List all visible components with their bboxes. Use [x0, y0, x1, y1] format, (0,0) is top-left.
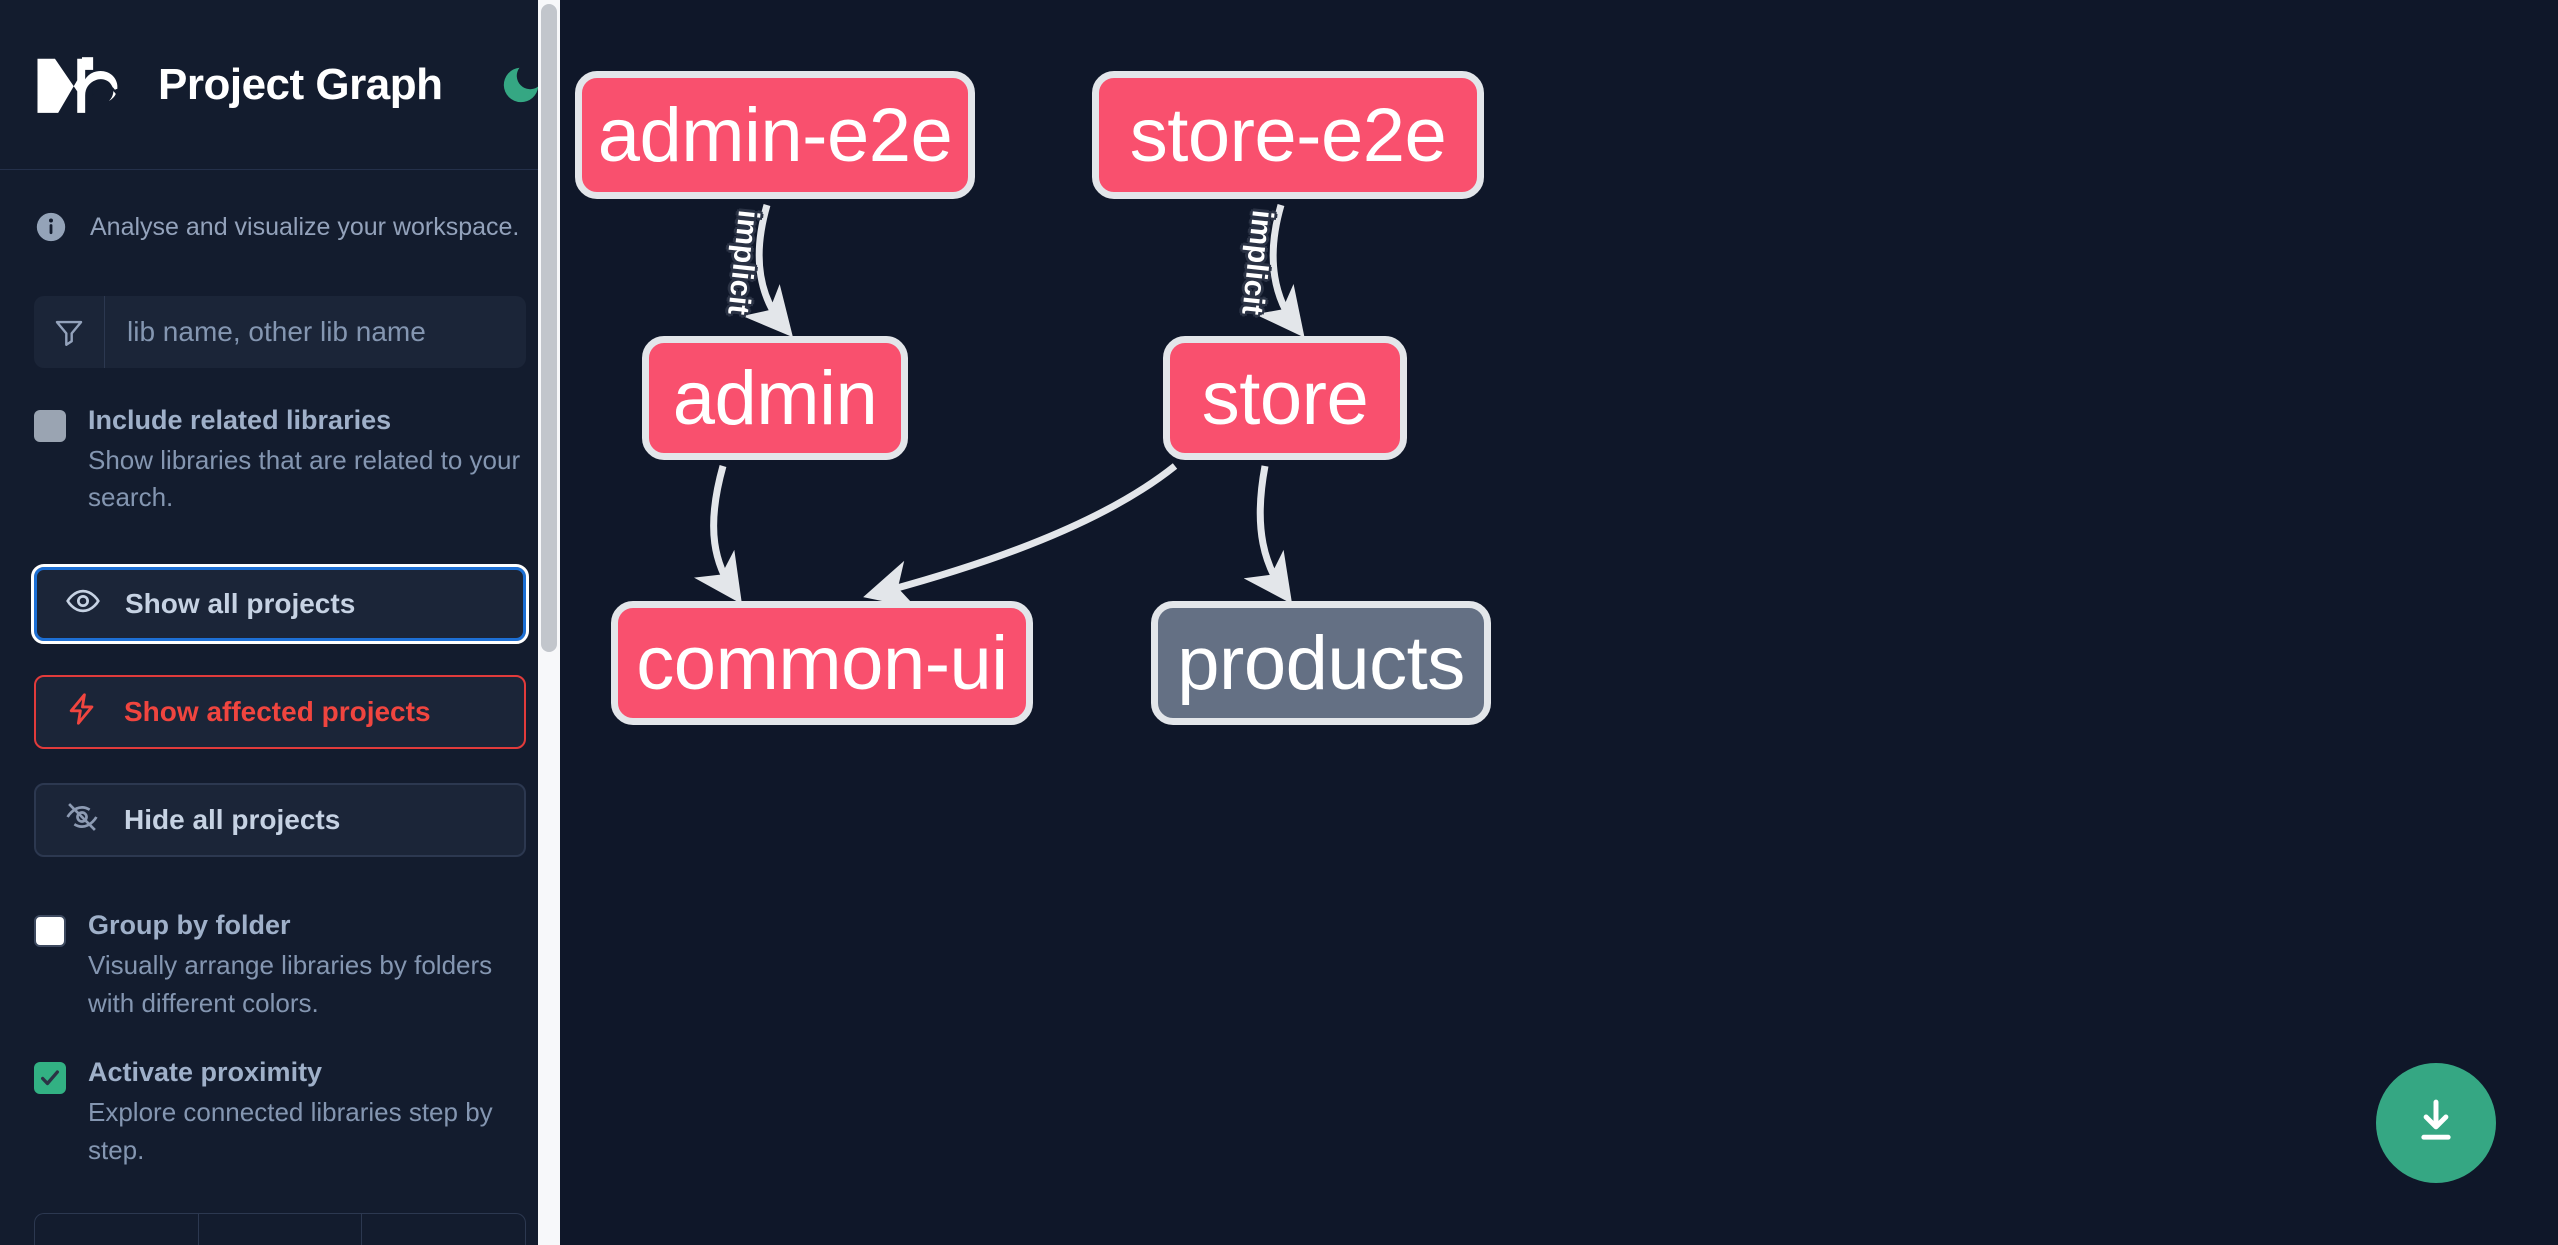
checkbox-label-group-by-folder: Group by folder — [88, 910, 291, 941]
checkbox-group-by-folder[interactable]: Group by folder Visually arrange librari… — [34, 909, 526, 1022]
info-icon — [34, 210, 68, 244]
download-icon — [2409, 1094, 2463, 1153]
checkbox-box-activate-proximity[interactable] — [34, 1062, 66, 1095]
graph-node-label: admin — [672, 355, 878, 441]
info-text: Analyse and visualize your workspace. — [90, 212, 520, 241]
checkbox-box-group-by-folder[interactable] — [34, 915, 66, 948]
checkbox-activate-proximity[interactable]: Activate proximity Explore connected lib… — [34, 1056, 526, 1169]
graph-node-store[interactable]: store — [1163, 336, 1407, 460]
sidebar-scrollbar-thumb[interactable] — [541, 4, 557, 652]
sidebar-header: Project Graph — [0, 0, 560, 170]
lightning-icon — [64, 691, 100, 734]
graph-node-products[interactable]: products — [1151, 601, 1491, 725]
filter-field[interactable] — [34, 296, 526, 368]
edge-label-implicit-admin: implicit — [721, 208, 765, 317]
proximity-step-option[interactable] — [362, 1214, 525, 1245]
graph-node-admin-e2e[interactable]: admin-e2e — [575, 71, 975, 199]
sidebar: Project Graph Analyse and visualize your… — [0, 0, 560, 1245]
checkbox-texts: Include related libraries Show libraries… — [88, 404, 526, 517]
download-graph-button[interactable] — [2376, 1063, 2496, 1183]
checkbox-box-include-related-libraries[interactable] — [34, 410, 66, 442]
checkbox-desc-activate-proximity: Explore connected libraries step by step… — [88, 1097, 493, 1165]
edge-store-to-common-ui — [863, 463, 1178, 609]
proximity-step-control[interactable] — [34, 1213, 526, 1245]
graph-node-store-e2e[interactable]: store-e2e — [1092, 71, 1484, 199]
sidebar-body: Analyse and visualize your workspace. In… — [0, 170, 560, 1245]
hide-all-projects-label: Hide all projects — [124, 804, 341, 836]
search-input[interactable] — [105, 296, 526, 368]
checkbox-texts: Group by folder Visually arrange librari… — [88, 909, 526, 1022]
graph-node-label: store-e2e — [1129, 92, 1447, 178]
info-banner: Analyse and visualize your workspace. — [34, 170, 526, 244]
graph-node-label: store — [1201, 355, 1369, 441]
show-all-projects-button[interactable]: Show all projects — [31, 564, 529, 645]
graph-canvas[interactable]: admin-e2e store-e2e admin store common-u… — [575, 0, 2558, 1245]
graph-node-admin[interactable]: admin — [642, 336, 908, 460]
edge-label-implicit-store: implicit — [1235, 208, 1279, 317]
eye-off-icon — [64, 799, 100, 842]
checkbox-desc-include-related-libraries: Show libraries that are related to your … — [88, 444, 521, 513]
graph-node-label: products — [1177, 620, 1465, 706]
funnel-icon — [34, 296, 105, 368]
checkbox-include-related-libraries[interactable]: Include related libraries Show libraries… — [34, 404, 526, 517]
proximity-step-option[interactable] — [199, 1214, 363, 1245]
checkbox-texts: Activate proximity Explore connected lib… — [88, 1056, 526, 1169]
edge-admin-e2e-to-admin — [742, 204, 793, 338]
show-affected-projects-button[interactable]: Show affected projects — [34, 675, 526, 750]
show-all-projects-label: Show all projects — [125, 588, 356, 620]
nx-logo-icon — [34, 54, 130, 116]
proximity-step-option[interactable] — [35, 1214, 199, 1245]
checkbox-desc-group-by-folder: Visually arrange libraries by folders wi… — [88, 949, 493, 1018]
graph-node-label: common-ui — [636, 620, 1008, 706]
checkbox-label-activate-proximity: Activate proximity — [88, 1057, 323, 1088]
show-affected-projects-label: Show affected projects — [124, 696, 431, 728]
sidebar-scrollbar[interactable] — [538, 0, 560, 1245]
moon-icon[interactable] — [496, 60, 546, 110]
graph-node-label: admin-e2e — [597, 92, 953, 178]
eye-icon — [65, 583, 101, 626]
graph-node-common-ui[interactable]: common-ui — [611, 601, 1033, 725]
page-title: Project Graph — [158, 59, 443, 109]
edge-store-to-products — [1243, 465, 1293, 604]
checkbox-label-include-related-libraries: Include related libraries — [88, 405, 392, 435]
edge-store-e2e-to-store — [1255, 204, 1305, 338]
edge-admin-to-common-ui — [693, 465, 742, 605]
hide-all-projects-button[interactable]: Hide all projects — [34, 783, 526, 858]
